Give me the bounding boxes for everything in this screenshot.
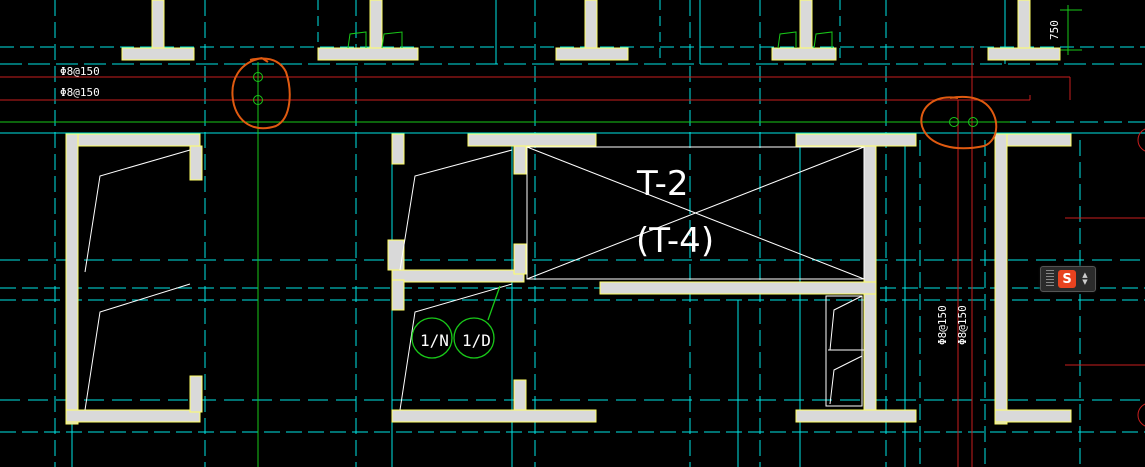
axis-bubbles bbox=[411, 285, 501, 359]
ime-menu-arrow-icon[interactable]: ▲ ▼ bbox=[1080, 270, 1090, 288]
rebar-label-right-2: Φ8@150 bbox=[956, 305, 969, 345]
rebar-label-top-2: Φ8@150 bbox=[60, 86, 100, 99]
axis-bubble-2-label: 1/D bbox=[462, 331, 491, 350]
stair-linework bbox=[84, 146, 865, 411]
top-door-marks bbox=[347, 31, 833, 49]
markup-annotations bbox=[231, 57, 998, 150]
sogou-logo-icon[interactable]: S bbox=[1058, 270, 1076, 288]
edge-markers bbox=[1137, 128, 1145, 427]
markup-circle-left bbox=[231, 57, 291, 130]
axis-bubble-1-label: 1/N bbox=[420, 331, 449, 350]
rebar-label-top-1: Φ8@150 bbox=[60, 65, 100, 78]
axis-bubble-1-circle bbox=[411, 317, 453, 359]
walls bbox=[65, 0, 1072, 425]
green-lines bbox=[0, 5, 1082, 467]
axis-bubble-2-circle bbox=[453, 317, 495, 359]
stair-label-alt: (T-4) bbox=[636, 221, 714, 261]
rebar-points bbox=[253, 72, 978, 127]
dimension-label: 750 bbox=[1048, 20, 1061, 40]
stair-label: T-2 bbox=[636, 164, 689, 204]
arrow-down-icon: ▼ bbox=[1082, 278, 1088, 286]
arrow-up-icon: ▲ bbox=[1082, 271, 1088, 279]
drag-handle-icon[interactable] bbox=[1046, 270, 1054, 288]
ime-toolbar[interactable]: S ▲ ▼ bbox=[1040, 266, 1096, 292]
rebar-label-right-1: Φ8@150 bbox=[936, 305, 949, 345]
markup-circle-right bbox=[920, 95, 998, 150]
red-rebar-lines bbox=[0, 47, 1145, 467]
